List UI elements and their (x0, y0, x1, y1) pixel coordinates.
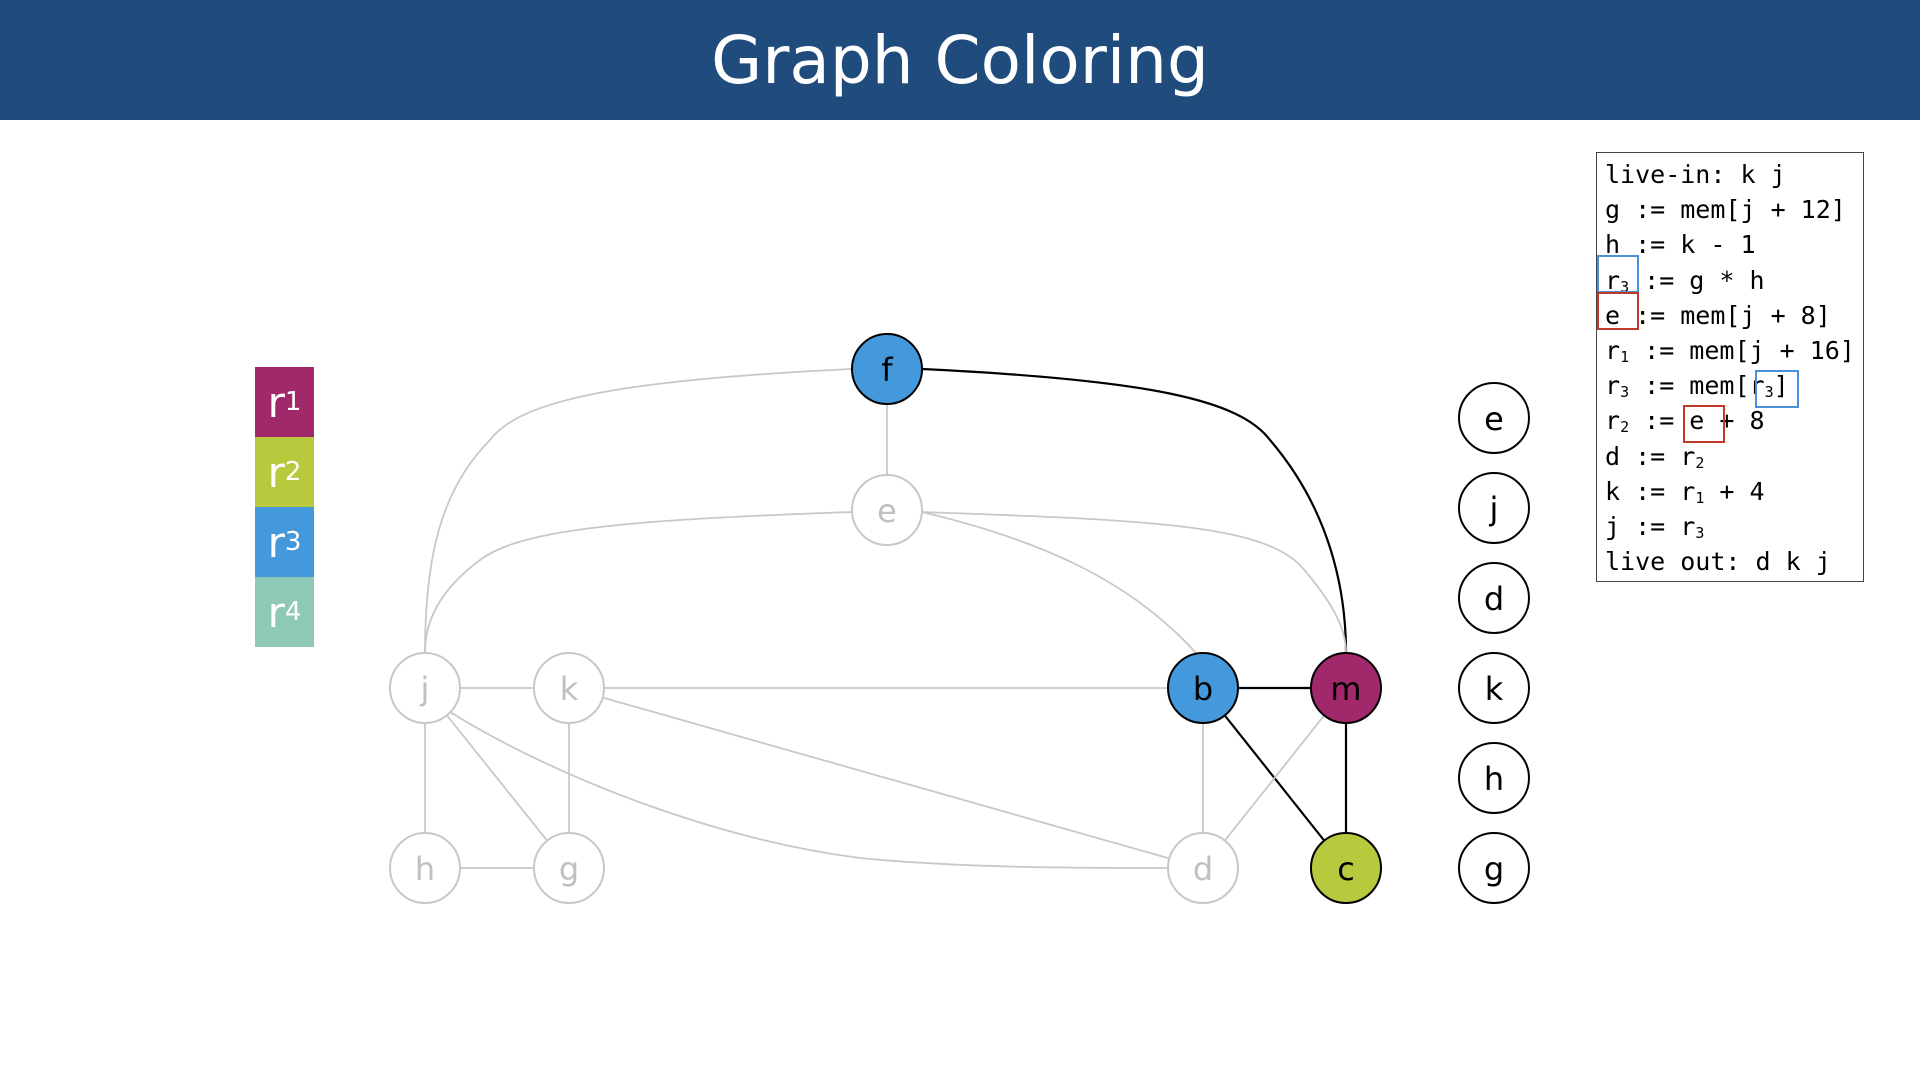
node-h: h (389, 832, 461, 904)
stack-item-k: k (1458, 652, 1530, 724)
stack-item-h: h (1458, 742, 1530, 814)
node-k: k (533, 652, 605, 724)
stack-item-label: e (1484, 400, 1504, 438)
stack-item-circle (1458, 472, 1530, 544)
highlight-box (1683, 405, 1725, 443)
legend-r1-sub: 1 (284, 387, 302, 417)
node-f: f (851, 333, 923, 405)
stack-item-label: j (1489, 490, 1499, 528)
node-m-label: m (1330, 670, 1361, 708)
title-bar: Graph Coloring (0, 0, 1920, 120)
legend-r4-base: r (267, 587, 285, 637)
node-d: d (1167, 832, 1239, 904)
edge-k-d (568, 687, 1204, 869)
node-f-circle (851, 333, 923, 405)
legend-r4-sub: 4 (284, 597, 302, 627)
node-j-circle (389, 652, 461, 724)
edge-j-g (424, 687, 570, 869)
node-h-circle (389, 832, 461, 904)
legend-r2-sub: 2 (284, 457, 302, 487)
code-line: live-in: k j (1605, 160, 1786, 189)
stack-item-label: k (1485, 670, 1504, 708)
node-d-label: d (1193, 850, 1213, 888)
node-m-circle (1310, 652, 1382, 724)
node-m: m (1310, 652, 1382, 724)
node-g-label: g (559, 850, 579, 888)
code-line: r2 := e + 8 (1605, 406, 1765, 437)
stack-item-circle (1458, 652, 1530, 724)
stack-item-label: g (1484, 850, 1504, 888)
code-line: d := r2 (1605, 441, 1705, 472)
legend-r1-base: r (267, 377, 285, 427)
code-line: r1 := mem[j + 16] (1605, 336, 1855, 366)
edge-e-m (921, 511, 1347, 654)
node-c-label: c (1337, 850, 1355, 888)
node-h-label: h (415, 850, 435, 888)
node-c-circle (1310, 832, 1382, 904)
stack-item-j: j (1458, 472, 1530, 544)
edge-e-j (424, 511, 853, 654)
code-line: r3 := g * h (1605, 265, 1765, 296)
stack-item-e: e (1458, 382, 1530, 454)
node-e-label: e (877, 492, 897, 530)
code-line: e := mem[j + 8] (1605, 300, 1831, 330)
edge-e-b (921, 511, 1197, 654)
node-b: b (1167, 652, 1239, 724)
stack-item-g: g (1458, 832, 1530, 904)
code-listing: live-in: k j g := mem[j + 12] h := k - 1 r3… (1596, 152, 1864, 582)
edges-layer (424, 367, 1348, 869)
select-stack: e j d k h g (1458, 382, 1530, 904)
highlight-box (1597, 255, 1639, 293)
code-line: r3 := mem[r3] (1605, 371, 1789, 402)
stack-item-label: h (1484, 760, 1504, 798)
node-e-circle (851, 474, 923, 546)
highlight-box (1755, 370, 1799, 408)
node-k-circle (533, 652, 605, 724)
nodes-layer: f e j k b m h g d c (389, 333, 1382, 904)
node-g: g (533, 832, 605, 904)
edge-f-j (424, 368, 853, 654)
node-g-circle (533, 832, 605, 904)
stack-item-circle (1458, 382, 1530, 454)
slide-title: Graph Coloring (711, 21, 1209, 99)
node-d-circle (1167, 832, 1239, 904)
stack-item-circle (1458, 742, 1530, 814)
code-line: g := mem[j + 12] (1605, 195, 1846, 225)
node-k-label: k (560, 670, 579, 708)
node-b-label: b (1193, 670, 1213, 708)
stack-item-circle (1458, 832, 1530, 904)
node-j-label: j (420, 670, 430, 708)
legend-r3-base: r (267, 517, 285, 567)
highlight-box (1597, 292, 1639, 330)
node-b-circle (1167, 652, 1239, 724)
code-line: h := k - 1 (1605, 230, 1756, 260)
stack-item-circle (1458, 562, 1530, 634)
node-e: e (851, 474, 923, 546)
edge-j-d (449, 711, 1169, 869)
stack-item-label: d (1484, 580, 1504, 618)
legend-r3-sub: 3 (284, 527, 302, 557)
edge-f-m (921, 367, 1348, 654)
node-c: c (1310, 832, 1382, 904)
edge-m-d (1202, 687, 1347, 869)
code-line: j := r3 (1605, 512, 1705, 542)
node-f-label: f (881, 351, 893, 389)
stack-item-d: d (1458, 562, 1530, 634)
legend-r2-base: r (267, 447, 285, 497)
code-line: live out: d k j (1605, 547, 1831, 577)
node-j: j (389, 652, 461, 724)
code-line: k := r1 + 4 (1605, 476, 1765, 507)
